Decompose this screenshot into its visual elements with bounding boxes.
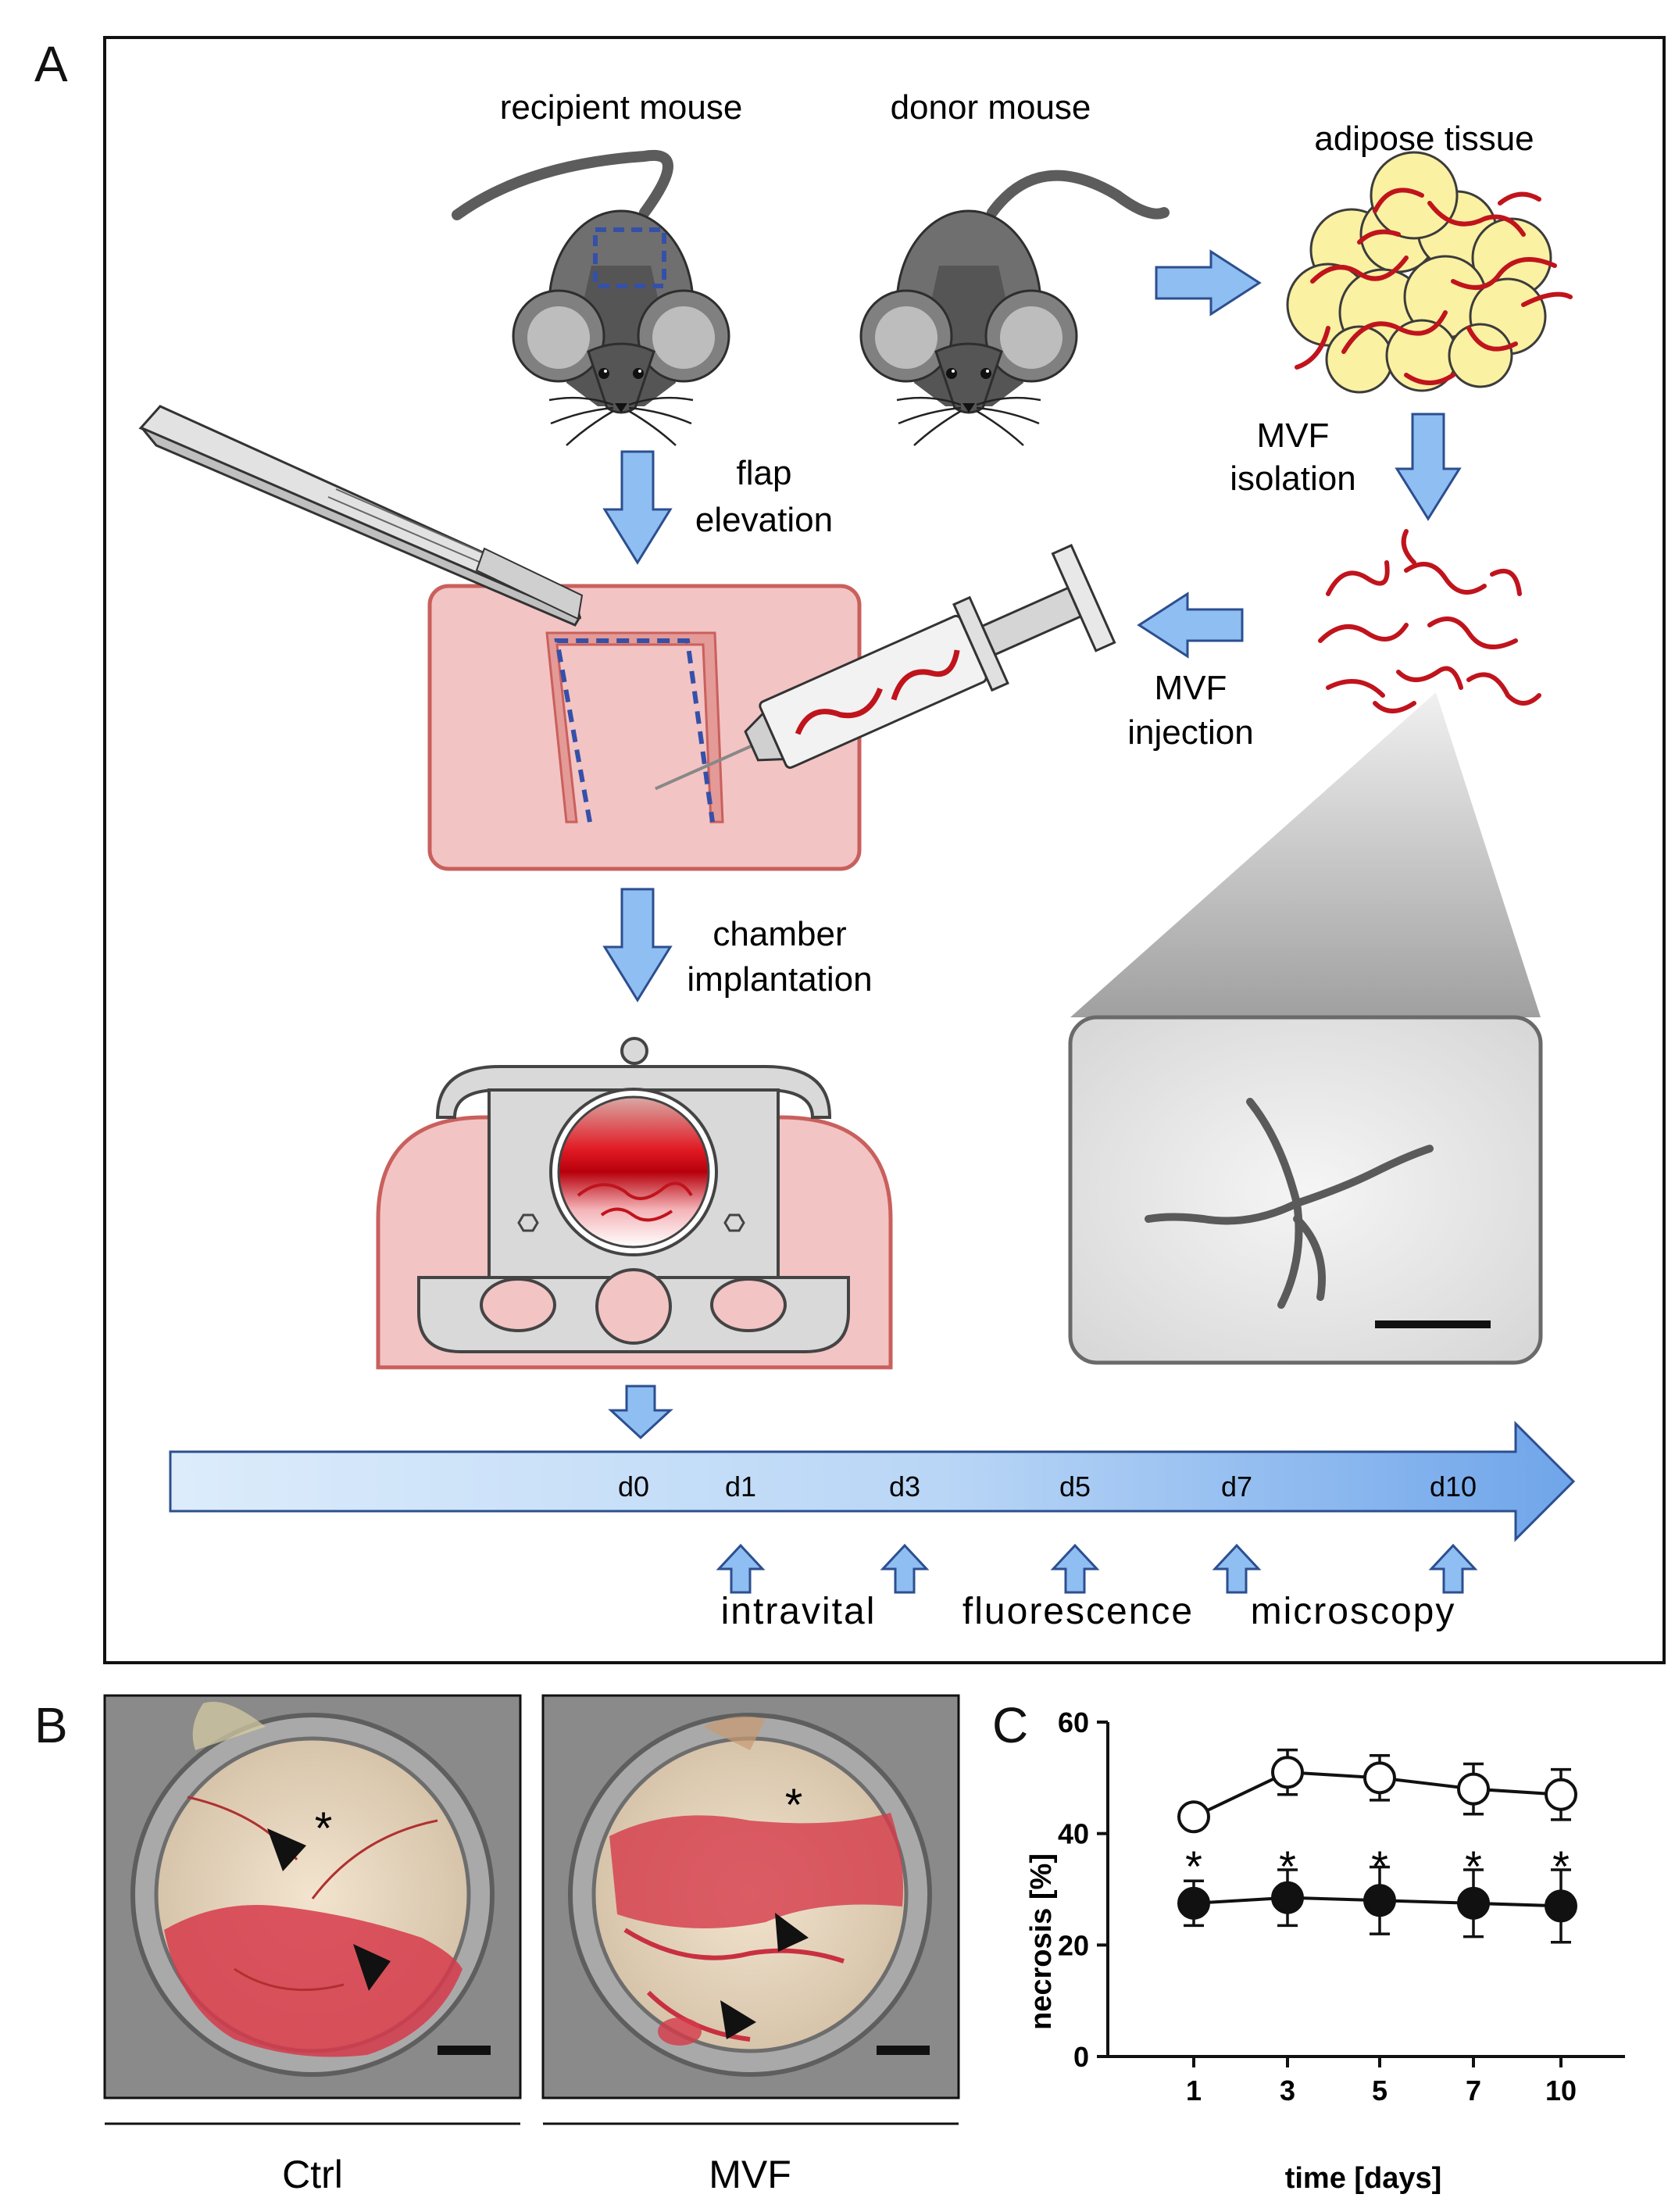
mvf-isolation-label-2: isolation: [1230, 459, 1355, 498]
flap-incision: [545, 631, 724, 824]
mvf-arrowhead-1: [775, 1913, 809, 1952]
mvf-arrowhead-2: [720, 2000, 756, 2039]
chart-x-axis-label: time [days]: [1285, 2162, 1442, 2195]
chamber-implantation-label-1: chamber: [712, 915, 846, 953]
ctrl-necrosis-marker: *: [315, 1803, 333, 1854]
recipient-mouse-label: recipient mouse: [500, 88, 743, 127]
necrosis-chart: 0 20 40 60 1 3 5 7 10 * * * * * necrosis [%] time [d…: [1025, 1706, 1625, 2195]
photo-mvf: [541, 1694, 960, 2099]
mvf-injection-label-1: MVF: [1155, 669, 1227, 707]
mvf-micrograph-fragment: [1145, 1098, 1434, 1309]
chamber-window: [557, 1095, 710, 1249]
recipient-mouse-illustration: [452, 149, 730, 447]
panel-a-letter: A: [34, 36, 68, 92]
significance-marker-4: *: [1552, 1842, 1570, 1891]
significance-marker-0: *: [1185, 1842, 1202, 1891]
significance-marker-2: *: [1371, 1842, 1388, 1891]
timeline-day-d7: d7: [1221, 1470, 1252, 1503]
panel-c-letter: C: [992, 1697, 1028, 1753]
series-1-point-3: [1457, 1886, 1490, 1920]
imaging-word-microscopy: microscopy: [1251, 1591, 1456, 1632]
arrow-flap-elevation: [602, 450, 673, 565]
mvf-isolation-label-1: MVF: [1257, 416, 1330, 455]
series-0-point-2: [1363, 1761, 1396, 1795]
flap-elevation-label-1: flap: [737, 454, 792, 492]
mvf-micrograph: [1068, 1015, 1543, 1365]
arrow-to-adipose: [1155, 249, 1262, 316]
forceps-illustration: [138, 405, 584, 627]
timeline-day-d10: d10: [1430, 1470, 1477, 1503]
series-0-point-4: [1545, 1778, 1577, 1811]
dorsal-flap-outline: [593, 227, 666, 288]
y-tick-label-0: 0: [1073, 2041, 1089, 2073]
donor-mouse-illustration: [859, 170, 1170, 447]
chamber-screw-left: [517, 1213, 539, 1232]
timeline-day-d5: d5: [1059, 1470, 1091, 1503]
imaging-word-intravital: intravital: [721, 1591, 877, 1632]
chart-y-axis-label: necrosis [%]: [1025, 1853, 1058, 2030]
zoom-cone: [1070, 692, 1541, 1017]
adipose-vessels: [1295, 188, 1573, 385]
ctrl-label: Ctrl: [282, 2153, 343, 2196]
chamber-vessels: [577, 1181, 693, 1222]
arrow-mvf-injection: [1137, 591, 1244, 659]
syringe-illustration: [655, 544, 1116, 791]
donor-mouse-label: donor mouse: [891, 88, 1091, 127]
photo-ctrl: [103, 1694, 522, 2099]
series-1-point-2: [1363, 1884, 1396, 1917]
y-tick-label-1: 20: [1058, 1929, 1089, 1961]
adipose-tissue-label: adipose tissue: [1314, 120, 1534, 158]
ctrl-arrowhead-1: [267, 1828, 306, 1871]
timeline-day-d0: d0: [618, 1470, 649, 1503]
isolated-mvf-fragments: [1318, 529, 1541, 713]
arrow-chamber-implantation: [602, 888, 673, 1002]
x-tick-label-1: 3: [1280, 2074, 1295, 2107]
series-1-point-4: [1545, 1889, 1577, 1923]
series-1-point-1: [1271, 1881, 1304, 1914]
arrow-mvf-isolation: [1395, 413, 1462, 521]
panel-a-frame: [103, 36, 1666, 1664]
x-tick-label-3: 7: [1466, 2074, 1481, 2107]
x-tick-label-4: 10: [1545, 2074, 1577, 2107]
chart-series: * * * * *: [1177, 1748, 1577, 1944]
timeline-day-d3: d3: [889, 1470, 920, 1503]
flap-outline-dashed: [554, 638, 715, 823]
x-tick-label-2: 5: [1372, 2074, 1388, 2107]
mvf-necrosis-marker: *: [785, 1780, 803, 1831]
micrograph-scale-bar: [1375, 1320, 1491, 1328]
ctrl-arrowhead-2: [353, 1944, 391, 1991]
mvf-injection-label-2: injection: [1127, 713, 1253, 752]
significance-marker-1: *: [1279, 1842, 1296, 1891]
y-tick-label-2: 40: [1058, 1818, 1089, 1850]
mvf-label: MVF: [709, 2153, 791, 2196]
timeline-day-d1: d1: [725, 1470, 756, 1503]
series-0-point-1: [1271, 1756, 1304, 1789]
imaging-word-fluorescence: fluorescence: [962, 1591, 1194, 1632]
flap-elevation-label-2: elevation: [695, 501, 833, 539]
chart-ticks: 0 20 40 60 1 3 5 7 10: [1058, 1706, 1577, 2107]
series-1-point-0: [1177, 1886, 1210, 1920]
timeline-arrow: [169, 1420, 1576, 1542]
imaging-arrows: [716, 1543, 1478, 1594]
series-0-point-3: [1457, 1772, 1490, 1806]
arrow-to-timeline: [608, 1385, 673, 1440]
panel-b-letter: B: [34, 1697, 68, 1753]
significance-marker-3: *: [1465, 1842, 1482, 1891]
series-0-point-0: [1177, 1800, 1210, 1834]
x-tick-label-0: 1: [1186, 2074, 1202, 2107]
chamber-screw-right: [723, 1213, 745, 1232]
chamber-implantation-label-2: implantation: [687, 960, 872, 999]
y-tick-label-3: 60: [1058, 1706, 1089, 1739]
